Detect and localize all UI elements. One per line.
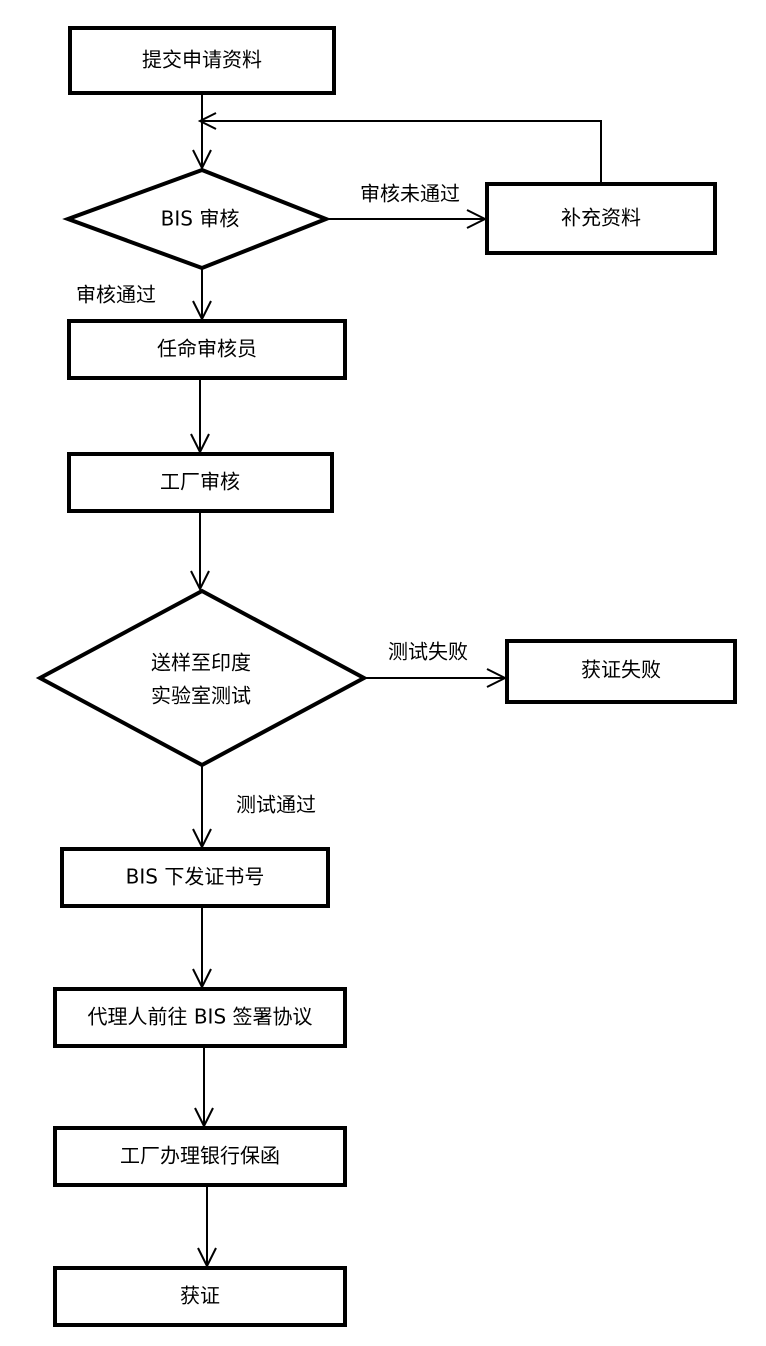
edge-test-passed-label: 测试通过 — [236, 793, 316, 817]
node-submit-label: 提交申请资料 — [142, 48, 262, 72]
edge-review-passed-label: 审核通过 — [76, 283, 156, 307]
node-cert-failed: 获证失败 — [505, 639, 737, 704]
node-submit: 提交申请资料 — [68, 26, 336, 95]
node-agent-sign: 代理人前往 BIS 签署协议 — [53, 987, 347, 1048]
node-bis-issue-number-label: BIS 下发证书号 — [126, 865, 265, 889]
node-supplement-label: 补充资料 — [561, 206, 641, 230]
node-certified: 获证 — [53, 1266, 347, 1327]
edge-test-passed: 测试通过 — [192, 765, 316, 850]
node-lab-test-label-line1: 送样至印度 — [151, 651, 251, 675]
node-agent-sign-label: 代理人前往 BIS 签署协议 — [87, 1005, 312, 1029]
node-bis-issue-number: BIS 下发证书号 — [60, 847, 330, 908]
node-factory-audit-label: 工厂审核 — [160, 470, 240, 494]
edge-test-failed: 测试失败 — [364, 640, 508, 688]
node-bank-guarantee-label: 工厂办理银行保函 — [120, 1144, 280, 1168]
edge-review-failed: 审核未通过 — [326, 182, 488, 229]
edge-sign-to-guarantee — [194, 1048, 214, 1129]
edge-review-passed: 审核通过 — [76, 268, 212, 322]
node-certified-label: 获证 — [180, 1284, 220, 1308]
edge-factory-to-lab — [190, 513, 210, 592]
node-factory-audit: 工厂审核 — [67, 452, 334, 513]
edge-issue-to-sign — [192, 908, 212, 990]
edge-review-failed-label: 审核未通过 — [360, 182, 460, 206]
edge-test-failed-label: 测试失败 — [388, 640, 468, 664]
edge-submit-to-review — [192, 95, 212, 171]
node-lab-test: 送样至印度 实验室测试 — [35, 588, 369, 768]
node-bis-review-label: BIS 审核 — [161, 207, 240, 231]
node-cert-failed-label: 获证失败 — [581, 658, 661, 682]
node-appoint-auditor: 任命审核员 — [67, 319, 347, 380]
edge-appoint-to-factory — [190, 380, 210, 455]
node-bank-guarantee: 工厂办理银行保函 — [53, 1126, 347, 1187]
edge-supplement-loop — [197, 112, 602, 184]
node-bis-review: BIS 审核 — [62, 167, 332, 271]
node-appoint-auditor-label: 任命审核员 — [157, 337, 257, 361]
node-lab-test-label-line2: 实验室测试 — [151, 684, 251, 708]
node-supplement: 补充资料 — [485, 182, 717, 255]
edge-guarantee-to-certified — [197, 1187, 217, 1269]
